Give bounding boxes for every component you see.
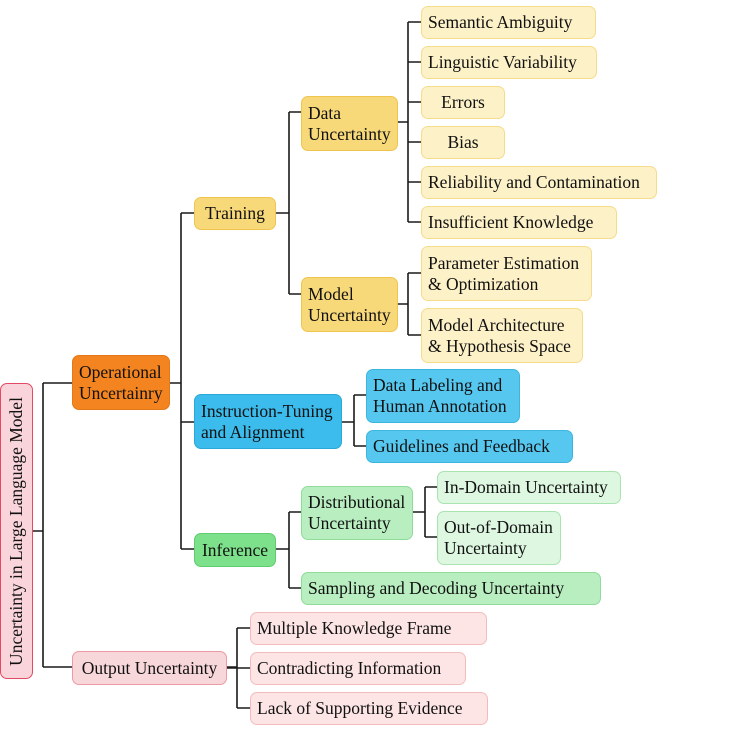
guidelines-feedback-label: Guidelines and Feedback (373, 436, 550, 456)
guidelines-feedback-node: Guidelines and Feedback (366, 430, 573, 463)
semantic-ambiguity-node: Semantic Ambiguity (421, 6, 596, 39)
multiple-knowledge-frame-label: Multiple Knowledge Frame (257, 618, 452, 638)
errors-label: Errors (441, 92, 485, 112)
output-uncertainty-node: Output Uncertainty (72, 651, 227, 685)
model-uncertainty-node: Model Uncertainty (301, 277, 398, 332)
linguistic-variability-node: Linguistic Variability (421, 46, 597, 79)
inference-label: Inference (201, 539, 269, 560)
reliability-contamination-node: Reliability and Contamination (421, 166, 657, 199)
data-labeling-label: Data Labeling and Human Annotation (373, 375, 507, 416)
root-label: Uncertainty in Large Language Model (6, 396, 27, 666)
parameter-estimation-node: Parameter Estimation & Optimization (421, 246, 592, 301)
inference-node: Inference (194, 533, 276, 567)
errors-node: Errors (421, 86, 505, 119)
insufficient-knowledge-node: Insufficient Knowledge (421, 206, 617, 239)
contradicting-information-node: Contradicting Information (250, 652, 466, 685)
lack-supporting-evidence-node: Lack of Supporting Evidence (250, 692, 488, 725)
linguistic-variability-label: Linguistic Variability (428, 52, 577, 72)
distributional-uncertainty-label: Distributional Uncertainty (308, 492, 406, 533)
model-architecture-label: Model Architecture & Hypothesis Space (428, 314, 571, 356)
data-uncertainty-node: Data Uncertainty (301, 96, 398, 151)
parameter-estimation-label: Parameter Estimation & Optimization (428, 252, 580, 294)
distributional-uncertainty-node: Distributional Uncertainty (301, 486, 413, 540)
insufficient-knowledge-label: Insufficient Knowledge (428, 212, 594, 232)
out-of-domain-node: Out-of-Domain Uncertainty (437, 511, 561, 565)
training-node: Training (194, 197, 276, 230)
operational-uncertainty-node: Operational Uncertainry (72, 355, 170, 410)
multiple-knowledge-frame-node: Multiple Knowledge Frame (250, 612, 487, 645)
model-architecture-node: Model Architecture & Hypothesis Space (421, 308, 583, 363)
lack-supporting-evidence-label: Lack of Supporting Evidence (257, 698, 463, 718)
bias-label: Bias (447, 132, 479, 152)
semantic-ambiguity-label: Semantic Ambiguity (428, 12, 573, 32)
out-of-domain-label: Out-of-Domain Uncertainty (444, 517, 553, 558)
sampling-decoding-node: Sampling and Decoding Uncertainty (301, 572, 601, 605)
in-domain-node: In-Domain Uncertainty (437, 471, 621, 504)
data-uncertainty-label: Data Uncertainty (308, 102, 391, 144)
model-uncertainty-label: Model Uncertainty (308, 283, 391, 325)
data-labeling-node: Data Labeling and Human Annotation (366, 369, 520, 423)
operational-uncertainty-label: Operational Uncertainry (79, 361, 163, 403)
training-label: Training (205, 203, 265, 223)
in-domain-label: In-Domain Uncertainty (444, 477, 608, 497)
root-node: Uncertainty in Large Language Model (0, 383, 33, 679)
reliability-contamination-label: Reliability and Contamination (428, 172, 640, 192)
contradicting-information-label: Contradicting Information (257, 658, 442, 678)
output-uncertainty-label: Output Uncertainty (81, 657, 218, 678)
instruction-tuning-node: Instruction-Tuning and Alignment (194, 394, 342, 449)
bias-node: Bias (421, 126, 505, 159)
sampling-decoding-label: Sampling and Decoding Uncertainty (308, 578, 565, 598)
instruction-tuning-label: Instruction-Tuning and Alignment (201, 400, 333, 442)
